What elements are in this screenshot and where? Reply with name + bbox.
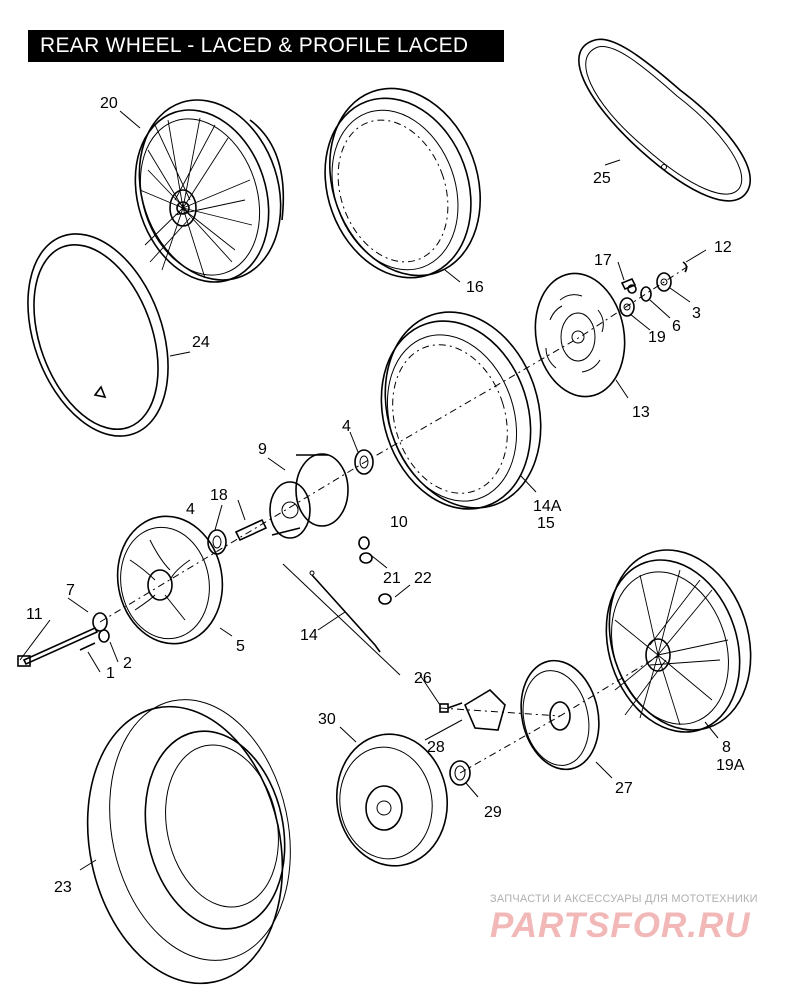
label-14: 14 [300,627,318,644]
valve-hardware[interactable] [358,536,392,605]
part-30-sprocket[interactable] [328,727,455,873]
label-25: 25 [593,170,611,187]
part-25-drive-belt[interactable] [578,38,751,202]
part-labels: 20 16 25 17 12 3 6 19 24 13 4 9 14A 15 4… [26,95,745,896]
watermark-logo: PARTSFOR.RU [490,906,751,945]
label-16: 16 [466,279,484,296]
part-18-spacer[interactable] [234,518,268,542]
label-26: 26 [414,670,432,687]
rotor-hardware[interactable] [619,261,688,317]
label-22: 22 [414,570,432,587]
part-24-inner-tube[interactable] [2,214,194,455]
label-4b: 4 [186,501,195,518]
label-2: 2 [123,655,132,672]
label-15: 15 [537,515,555,532]
label-4a: 4 [342,418,351,435]
part-28-bracket[interactable] [439,688,506,731]
part-29-spacer[interactable] [449,760,471,786]
label-19: 19 [648,329,666,346]
label-30: 30 [318,711,336,728]
part-13-brake-rotor[interactable] [526,266,634,403]
label-18: 18 [210,487,228,504]
label-19a: 19A [716,757,745,774]
label-12: 12 [714,239,732,256]
part-5-sprocket[interactable] [108,508,233,652]
watermark-tagline: ЗАПЧАСТИ И АКСЕССУАРЫ ДЛЯ МОТОТЕХНИКИ [490,893,758,905]
label-11: 11 [26,606,43,623]
diagram-title: REAR WHEEL - LACED & PROFILE LACED [28,30,504,62]
label-5: 5 [236,638,245,655]
label-24: 24 [192,334,210,351]
part-14-spoke[interactable] [282,563,401,676]
axis-lines [99,264,691,774]
label-9: 9 [258,441,267,458]
part-14a-rim-center[interactable] [358,292,565,529]
label-6: 6 [672,318,681,335]
part-23-tire[interactable] [63,683,314,987]
label-14a: 14A [533,498,562,515]
part-9-hub[interactable] [269,453,349,539]
label-21: 21 [383,570,401,587]
label-10: 10 [390,514,408,531]
label-28: 28 [427,739,445,756]
label-29: 29 [484,804,502,821]
label-1: 1 [106,665,115,682]
part-4-bearing-right[interactable] [354,449,374,475]
axle-hardware[interactable] [17,612,110,667]
label-27: 27 [615,780,633,797]
label-3: 3 [692,305,701,322]
part-27-disc[interactable] [511,653,608,776]
label-13: 13 [632,404,650,421]
label-7: 7 [66,582,75,599]
label-23: 23 [54,879,72,896]
part-16-rim[interactable] [301,67,506,298]
part-8-laced-wheel[interactable] [585,531,773,749]
label-20: 20 [100,95,118,112]
leader-lines [19,110,719,871]
label-17: 17 [594,252,612,269]
part-20-laced-wheel[interactable] [114,81,303,299]
label-8: 8 [722,739,731,756]
